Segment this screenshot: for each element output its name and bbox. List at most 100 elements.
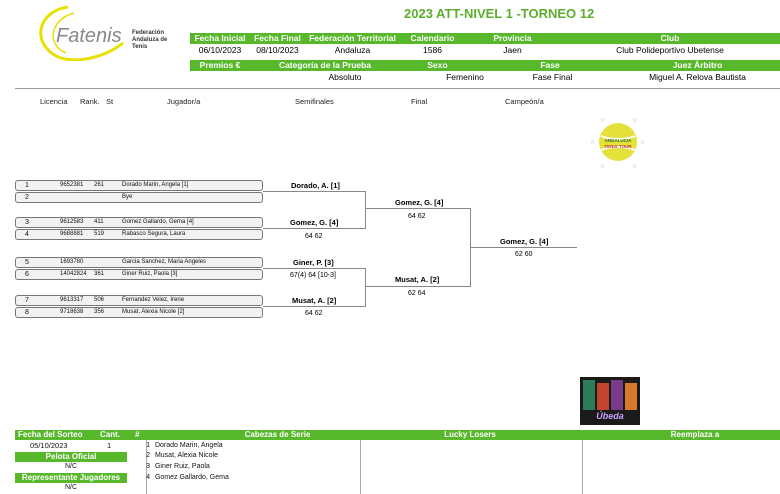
andalucia-tenis-tour-badge: ☆ ☆ ☆ ☆ ☆ ☆ ANDALUCIA TENIS TOUR [588, 112, 648, 172]
ubeda-logo: Úbeda [580, 377, 640, 425]
draw-player: Rabasco Segura, Laura [122, 231, 186, 237]
semi-winner: Musat, A. [2] [292, 296, 337, 305]
hdr-categoria: Categoría de la Prueba [278, 60, 372, 70]
draw-rank: 506 [94, 297, 105, 303]
bottom-divider [146, 440, 147, 494]
badge-line2: TENIS TOUR [604, 144, 632, 149]
draw-row: 3 9612583 411 Gomez Gallardo, Gema [4] [15, 217, 263, 228]
draw-licencia: 14042824 [60, 271, 87, 277]
val-calendario: 1586 [423, 45, 442, 55]
seed-number: 1 [146, 442, 150, 449]
draw-licencia: 9652381 [60, 182, 84, 188]
ubeda-tile [597, 383, 609, 410]
draw-rank: 261 [94, 182, 105, 188]
seed-number: 4 [146, 474, 150, 481]
cant-value: 1 [107, 441, 112, 450]
seed-row: 3 Giner Ruiz, Paola [135, 462, 210, 472]
draw-rank: 519 [94, 231, 105, 237]
ubeda-tile [583, 380, 595, 410]
draw-player: Bye [122, 194, 133, 200]
bracket-line [263, 306, 365, 307]
hdr-sexo: Sexo [427, 60, 448, 70]
seed-name: Gomez Gallardo, Gema [154, 474, 229, 481]
final-winner: Musat, A. [2] [395, 275, 440, 284]
final-winner: Gomez, G. [4] [395, 198, 444, 207]
final-score: 62 64 [408, 290, 426, 297]
badge-line1: ANDALUCIA [604, 138, 632, 143]
draw-licencia: 1693780 [60, 259, 84, 265]
bracket-line [365, 191, 366, 229]
bottom-divider [582, 440, 583, 494]
draw-player: Garcia Sanchez, Maria Angeles [122, 259, 207, 265]
page-title: 2023 ATT-NIVEL 1 -TORNEO 12 [404, 6, 595, 21]
col-jugador: Jugador/a [167, 97, 201, 106]
val-premios [190, 72, 250, 83]
hdr-club: Club [660, 33, 680, 43]
hdr-juez: Juez Árbitro [672, 60, 723, 70]
hdr-premios: Premios € [199, 60, 241, 70]
draw-pos: 5 [25, 259, 29, 266]
draw-pos: 1 [25, 182, 29, 189]
hdr-provincia: Provincia [493, 33, 532, 43]
draw-player: Fernandez Velez, Irene [122, 297, 185, 303]
champion-score: 62 60 [515, 251, 533, 258]
draw-pos: 4 [25, 231, 29, 238]
draw-rank: 356 [94, 309, 105, 315]
draw-player: Giner Ruiz, Paola [3] [122, 271, 178, 277]
rep-label-bar [15, 473, 127, 483]
semi-score: 67(4) 64 [10-3] [290, 272, 336, 279]
ball-value: N/C [64, 463, 78, 470]
hdr-calendario: Calendario [410, 33, 455, 43]
lucky-label: Lucky Losers [444, 430, 496, 439]
val-categoria: Absoluto [328, 72, 362, 82]
draw-row: 7 9613317 506 Fernandez Velez, Irene [15, 295, 263, 306]
svg-text:☆: ☆ [632, 163, 637, 170]
draw-rank: 361 [94, 271, 105, 277]
cant-label: Cant. [100, 430, 120, 439]
header-divider [15, 88, 780, 89]
logo-swoosh-icon [39, 5, 124, 61]
seed-name: Giner Ruiz, Paola [154, 463, 210, 470]
col-licencia: Licencia [40, 97, 68, 106]
draw-date-label: Fecha del Sorteo [18, 430, 83, 439]
seed-row: 1 Dorado Marin, Angela [135, 441, 223, 451]
rep-label: Representante Jugadores [21, 473, 121, 482]
seed-row: 2 Musat, Alexia Nicole [135, 451, 218, 461]
bracket-line [470, 247, 577, 248]
semi-score: 64 62 [305, 233, 323, 240]
bracket-line [263, 268, 365, 269]
semi-winner: Gomez, G. [4] [290, 218, 339, 227]
ball-label: Pelota Oficial [45, 452, 97, 461]
seed-number: 3 [146, 463, 150, 470]
bracket-line [365, 268, 366, 307]
logo-line2: Andaluza de [132, 37, 168, 43]
val-juez: Miguel A. Relova Bautista [649, 72, 746, 82]
bracket-line [263, 228, 365, 229]
seed-name: Dorado Marin, Angela [154, 442, 223, 449]
draw-player: Musat, Alexia Nicole [2] [122, 309, 185, 315]
ubeda-text: Úbeda [596, 411, 624, 421]
val-fase: Fase Final [532, 72, 573, 82]
draw-licencia: 9718638 [60, 309, 84, 315]
draw-row: 2 Bye [15, 192, 263, 203]
svg-text:☆: ☆ [600, 117, 605, 124]
col-st: St [106, 97, 114, 106]
final-score: 64 62 [408, 213, 426, 220]
ubeda-tile [611, 380, 623, 410]
hdr-federacion: Federación Territorial [309, 33, 396, 43]
draw-licencia: 9613317 [60, 297, 84, 303]
bottom-divider [360, 440, 361, 494]
draw-rank: 411 [94, 219, 104, 225]
val-sexo: Femenino [446, 72, 484, 82]
hash-label: # [135, 430, 140, 439]
draw-licencia: 9612583 [60, 219, 84, 225]
draw-player: Gomez Gallardo, Gema [4] [122, 219, 194, 225]
svg-text:☆: ☆ [600, 163, 605, 170]
rep-value: N/C [64, 484, 78, 491]
val-provincia: Jaen [503, 45, 522, 55]
replace-label: Reemplaza a [670, 430, 720, 439]
draw-pos: 6 [25, 271, 29, 278]
logo-line1: Federación [132, 30, 165, 36]
svg-text:☆: ☆ [632, 117, 637, 124]
logo-brand: Fatenis [56, 25, 122, 47]
